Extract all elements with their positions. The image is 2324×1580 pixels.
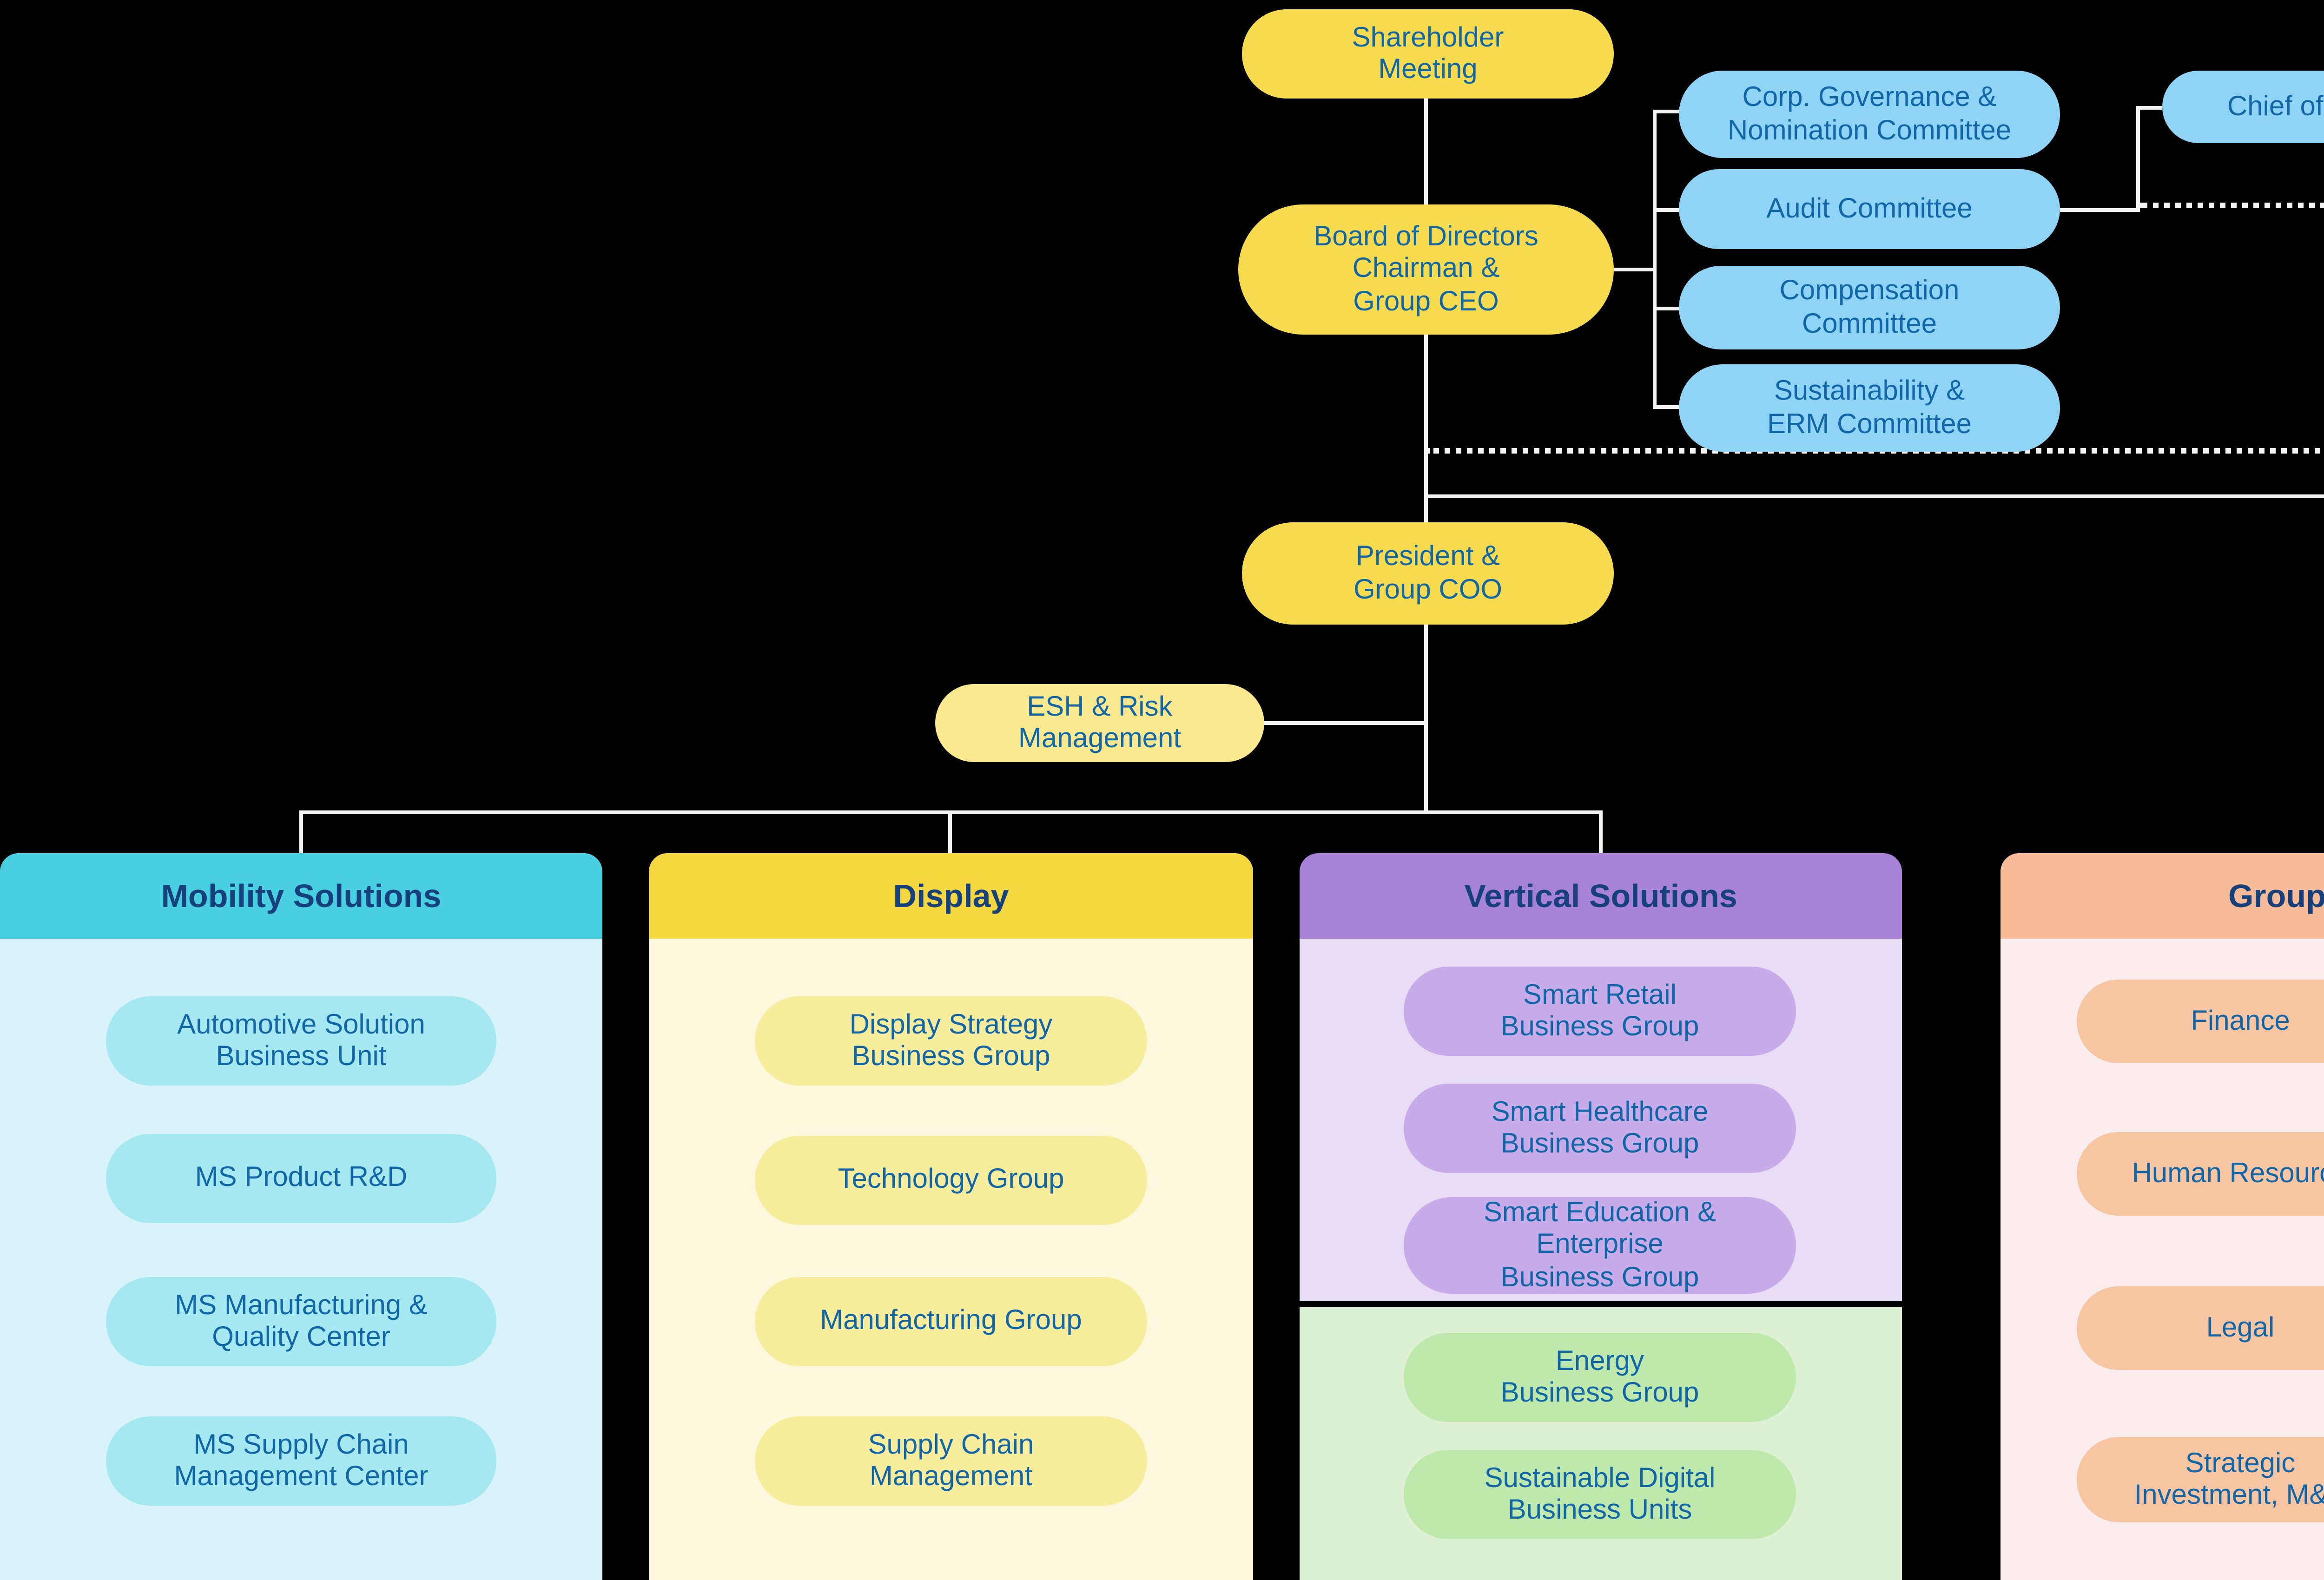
node-board-of-directors: Board of Directors Chairman & Group CEO (1238, 204, 1614, 335)
connector-stub-mobility (299, 810, 303, 853)
division-mobility-solutions: Mobility Solutions Automotive Solution B… (0, 853, 602, 1580)
node-committee-compensation: Compensation Committee (1679, 266, 2060, 349)
unit-ms-product-rd: MS Product R&D (106, 1134, 496, 1223)
node-committee-sustainability: Sustainability & ERM Committee (1679, 364, 2060, 452)
node-president-coo: President & Group COO (1242, 522, 1614, 625)
node-chief-of-compliance: Chief of Compliance (2162, 71, 2324, 143)
unit-sustainable-digital: Sustainable Digital Business Units (1404, 1450, 1796, 1539)
connector-shareholder-board (1424, 99, 1428, 204)
connector-committee-spine (1653, 110, 1657, 409)
connector-board-president (1424, 335, 1428, 522)
division-vertical-header: Vertical Solutions (1300, 853, 1902, 939)
unit-smart-healthcare: Smart Healthcare Business Group (1404, 1084, 1796, 1173)
unit-human-resource: Human Resource (2077, 1132, 2324, 1216)
unit-ms-supply-chain: MS Supply Chain Management Center (106, 1416, 496, 1506)
division-mobility-header: Mobility Solutions (0, 853, 602, 939)
connector-committee-4 (1653, 405, 1679, 409)
division-display-header: Display (649, 853, 1253, 939)
connector-audit-chief-v (2136, 106, 2140, 212)
node-esh-risk-management: ESH & Risk Management (935, 684, 1264, 762)
connector-stub-vertical (1599, 810, 1603, 853)
unit-finance: Finance (2077, 980, 2324, 1063)
unit-legal: Legal (2077, 1286, 2324, 1370)
unit-smart-retail: Smart Retail Business Group (1404, 967, 1796, 1056)
unit-manufacturing-group: Manufacturing Group (755, 1277, 1147, 1366)
node-committee-audit: Audit Committee (1679, 169, 2060, 249)
unit-supply-chain-management: Supply Chain Management (755, 1416, 1147, 1506)
connector-audit-chief-h (2060, 208, 2140, 212)
division-group-infrastructure: Group Infrastructure Unit Finance Human … (2000, 853, 2324, 1580)
unit-energy-business: Energy Business Group (1404, 1333, 1796, 1422)
unit-display-strategy: Display Strategy Business Group (755, 996, 1147, 1086)
unit-technology-group: Technology Group (755, 1136, 1147, 1225)
connector-esh-stub (1264, 721, 1424, 725)
unit-automotive-solution: Automotive Solution Business Unit (106, 996, 496, 1086)
node-committee-governance: Corp. Governance & Nomination Committee (1679, 71, 2060, 158)
unit-ms-manufacturing: MS Manufacturing & Quality Center (106, 1277, 496, 1366)
dotted-audit-extension (2140, 203, 2324, 208)
connector-president-bus (1424, 625, 1428, 812)
connector-chief-stub (2136, 106, 2162, 110)
connector-infra-h (1424, 494, 2324, 498)
connector-committee-2 (1653, 208, 1679, 212)
unit-smart-education: Smart Education & Enterprise Business Gr… (1404, 1197, 1796, 1294)
unit-strategic-investment: Strategic Investment, M&A (2077, 1437, 2324, 1522)
connector-committee-1 (1653, 110, 1679, 113)
division-display: Display Display Strategy Business Group … (649, 853, 1253, 1580)
division-vertical-solutions: Vertical Solutions Smart Retail Business… (1300, 853, 1902, 1580)
node-shareholder-meeting: Shareholder Meeting (1242, 9, 1614, 99)
connector-committee-3 (1653, 307, 1679, 310)
connector-board-committee-stub (1614, 268, 1653, 271)
division-infrastructure-header: Group Infrastructure Unit (2000, 853, 2324, 939)
connector-stub-display (948, 810, 952, 853)
